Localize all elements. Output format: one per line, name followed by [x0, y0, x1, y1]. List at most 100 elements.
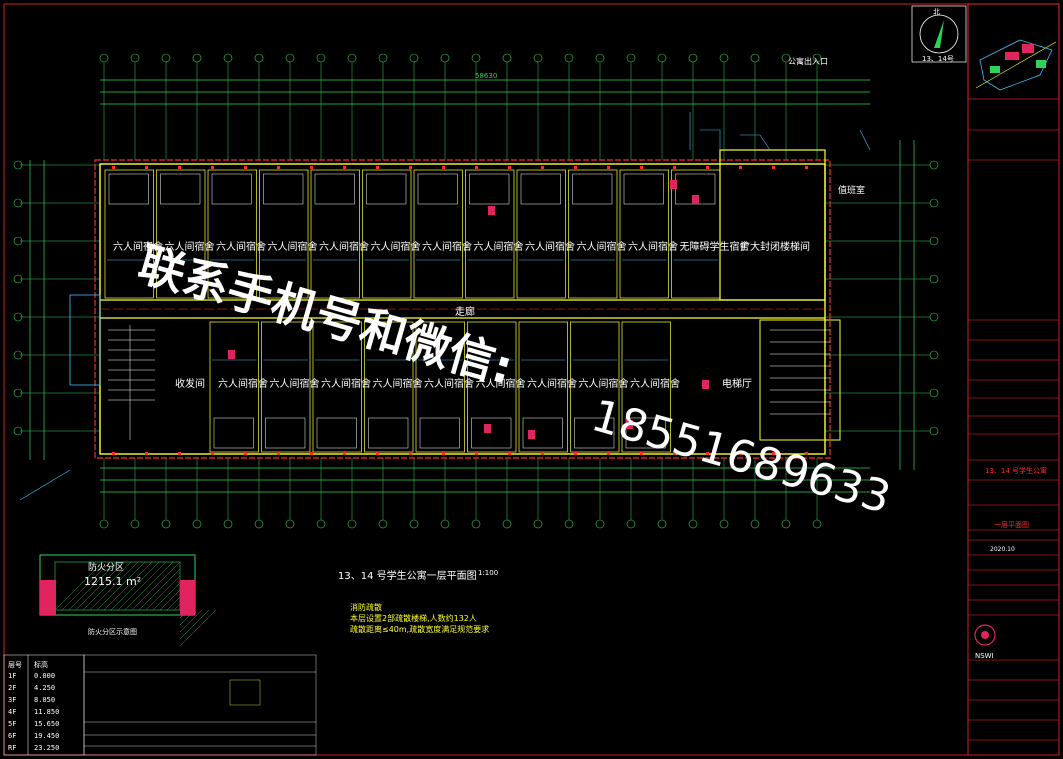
grid-bubble — [13, 426, 23, 436]
grid-bubble — [929, 426, 939, 436]
column-marker — [376, 166, 379, 169]
room-label-bottom: 六人间宿舍 — [475, 379, 526, 390]
column-marker — [772, 452, 775, 455]
grid-bubble — [750, 519, 760, 529]
grid-bubble — [223, 519, 233, 529]
room-cell — [310, 169, 360, 299]
toilet-marker — [670, 180, 677, 189]
column-marker — [442, 166, 445, 169]
stair-hatch-left — [108, 325, 155, 440]
hatch-line — [159, 589, 181, 611]
annotation-leaders — [19, 112, 871, 501]
room-label-top: 无障碍学生宿舍 — [679, 242, 750, 253]
stair-room-label: 扩大封闭楼梯间 — [740, 242, 810, 253]
room-cell — [209, 321, 259, 453]
hatch-line — [179, 609, 217, 647]
grid-bubble — [750, 53, 760, 63]
title-block-rows — [968, 129, 1059, 741]
grid-bubble — [99, 53, 109, 63]
column-marker — [673, 452, 676, 455]
room-cell — [568, 169, 618, 299]
grid-bubble — [929, 274, 939, 284]
column-marker — [640, 452, 643, 455]
column-marker — [508, 166, 511, 169]
grid-bubble — [626, 53, 636, 63]
site-plan-thumbnail — [967, 3, 1060, 100]
toilet-marker — [484, 424, 491, 433]
column-marker — [442, 452, 445, 455]
room-label-bottom: 六人间宿舍 — [218, 379, 268, 390]
room-cell — [415, 321, 465, 453]
room-cell — [570, 321, 620, 453]
fire-zone-title: 防火分区 — [88, 563, 125, 573]
notes-table-grid — [83, 654, 317, 756]
column-marker — [244, 166, 247, 169]
grid-bubble — [471, 53, 481, 63]
room-label-top: 六人间宿舍 — [525, 242, 575, 253]
room-cell — [619, 169, 669, 299]
bathroom-cell — [366, 173, 407, 205]
north-arrow — [911, 5, 967, 63]
design-stamp — [974, 624, 996, 646]
grid-bubble — [719, 53, 729, 63]
grid-bubbles — [13, 53, 939, 529]
column-marker — [607, 452, 610, 455]
bathroom-cell — [316, 417, 357, 449]
toilet-marker — [626, 420, 633, 429]
column-marker — [475, 166, 478, 169]
bathroom-cell — [522, 417, 563, 449]
column-marker — [277, 452, 280, 455]
column-marker — [706, 166, 709, 169]
grid-bubble — [929, 160, 939, 170]
column-marker — [211, 166, 214, 169]
bathroom-cell — [263, 173, 304, 205]
column-marker — [310, 452, 313, 455]
hatch-line — [124, 561, 174, 611]
column-marker — [112, 166, 115, 169]
elevation-cell: 23.250 — [34, 744, 60, 752]
elevation-cell: 6F — [8, 732, 17, 740]
toilet-marker — [702, 380, 709, 389]
duty-room-label: 值班室 — [838, 186, 866, 196]
fire-zone-diagram — [39, 554, 217, 647]
room-label-bottom: 六人间宿舍 — [424, 379, 474, 390]
bathroom-cell — [368, 417, 409, 449]
column-marker — [673, 166, 676, 169]
room-cell — [261, 321, 311, 453]
room-label-top: 六人间宿舍 — [267, 242, 318, 253]
title-block-project: 13、14 号学生公寓 — [985, 467, 1048, 475]
grid-bubble — [409, 53, 419, 63]
elevation-cell: 19.450 — [34, 732, 60, 740]
fire-title: 消防疏散 — [350, 603, 382, 612]
room-label-bottom: 六人间宿舍 — [578, 379, 629, 390]
plan-scale: 1:100 — [478, 569, 499, 577]
grid-bubble — [595, 53, 605, 63]
bathroom-cell — [574, 417, 615, 449]
room-cell — [467, 321, 517, 453]
fire-zone-caption: 防火分区示意图 — [88, 628, 137, 636]
title-block-date: 2020.10 — [990, 546, 1015, 553]
column-marker — [607, 166, 610, 169]
room-label-bottom: 六人间宿舍 — [372, 379, 423, 390]
hatch-line — [166, 596, 181, 611]
grid-bubble — [13, 160, 23, 170]
fire-zone-area: 1215.1 m² — [84, 575, 142, 588]
room-cell — [516, 169, 566, 299]
elevation-cell: 4.250 — [34, 684, 56, 692]
bathroom-cell — [160, 173, 201, 205]
fire-note-1: 本层设置2部疏散楼梯,人数约132人 — [350, 614, 477, 623]
elevation-cell: 0.000 — [34, 672, 56, 680]
grid-bubble — [13, 388, 23, 398]
hatch-line — [82, 561, 132, 611]
room-label-top: 六人间宿舍 — [576, 242, 627, 253]
bathroom-cell — [572, 173, 613, 205]
column-marker — [409, 452, 412, 455]
grid-bubble — [812, 53, 822, 63]
hatch-line — [75, 561, 125, 611]
column-marker — [145, 452, 148, 455]
grid-bubble — [254, 53, 264, 63]
toilet-marker — [528, 430, 535, 439]
column-marker — [343, 166, 346, 169]
column-marker — [508, 452, 511, 455]
